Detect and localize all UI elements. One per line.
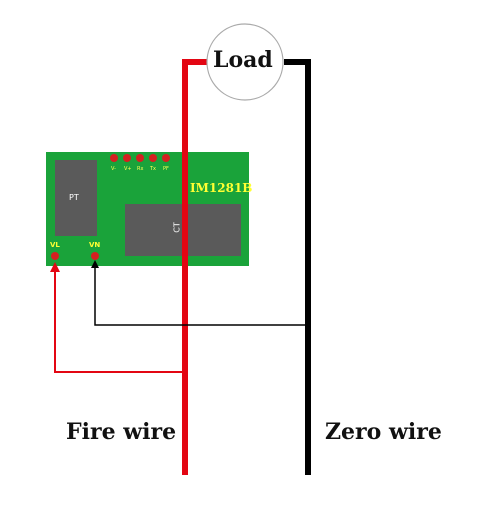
fire-wire-label: Fire wire	[66, 419, 177, 445]
header-pin	[136, 154, 144, 162]
header-pin	[123, 154, 131, 162]
header-pin-label: Rx	[137, 166, 144, 172]
header-pin	[110, 154, 118, 162]
load-circle	[206, 23, 284, 101]
header-pin-label: V+	[124, 166, 132, 172]
header-pin	[162, 154, 170, 162]
pt-chip	[55, 160, 97, 236]
ct-label: CT	[172, 222, 182, 233]
header-pin	[149, 154, 157, 162]
header-pin-label: V-	[111, 166, 116, 172]
vl-arrowhead	[50, 262, 60, 272]
vn-sense-line	[94, 268, 308, 326]
zero-wire-label: Zero wire	[325, 419, 442, 445]
header-pin-label: PF	[163, 166, 169, 172]
header-pins	[110, 154, 170, 162]
vl-terminal-dot	[51, 252, 59, 260]
vn-terminal-dot	[91, 252, 99, 260]
vn-terminal-label: VN	[89, 241, 101, 249]
zero-wire-line	[284, 59, 311, 475]
pt-label: PT	[69, 193, 79, 202]
fire-wire-line	[182, 59, 210, 475]
vl-terminal-label: VL	[50, 241, 60, 249]
load-label: Load	[213, 47, 273, 73]
module-name: IM1281B	[190, 181, 253, 195]
vl-sense-line	[54, 270, 185, 373]
header-pin-label: Tx	[150, 166, 157, 172]
vn-arrowhead	[91, 260, 99, 268]
